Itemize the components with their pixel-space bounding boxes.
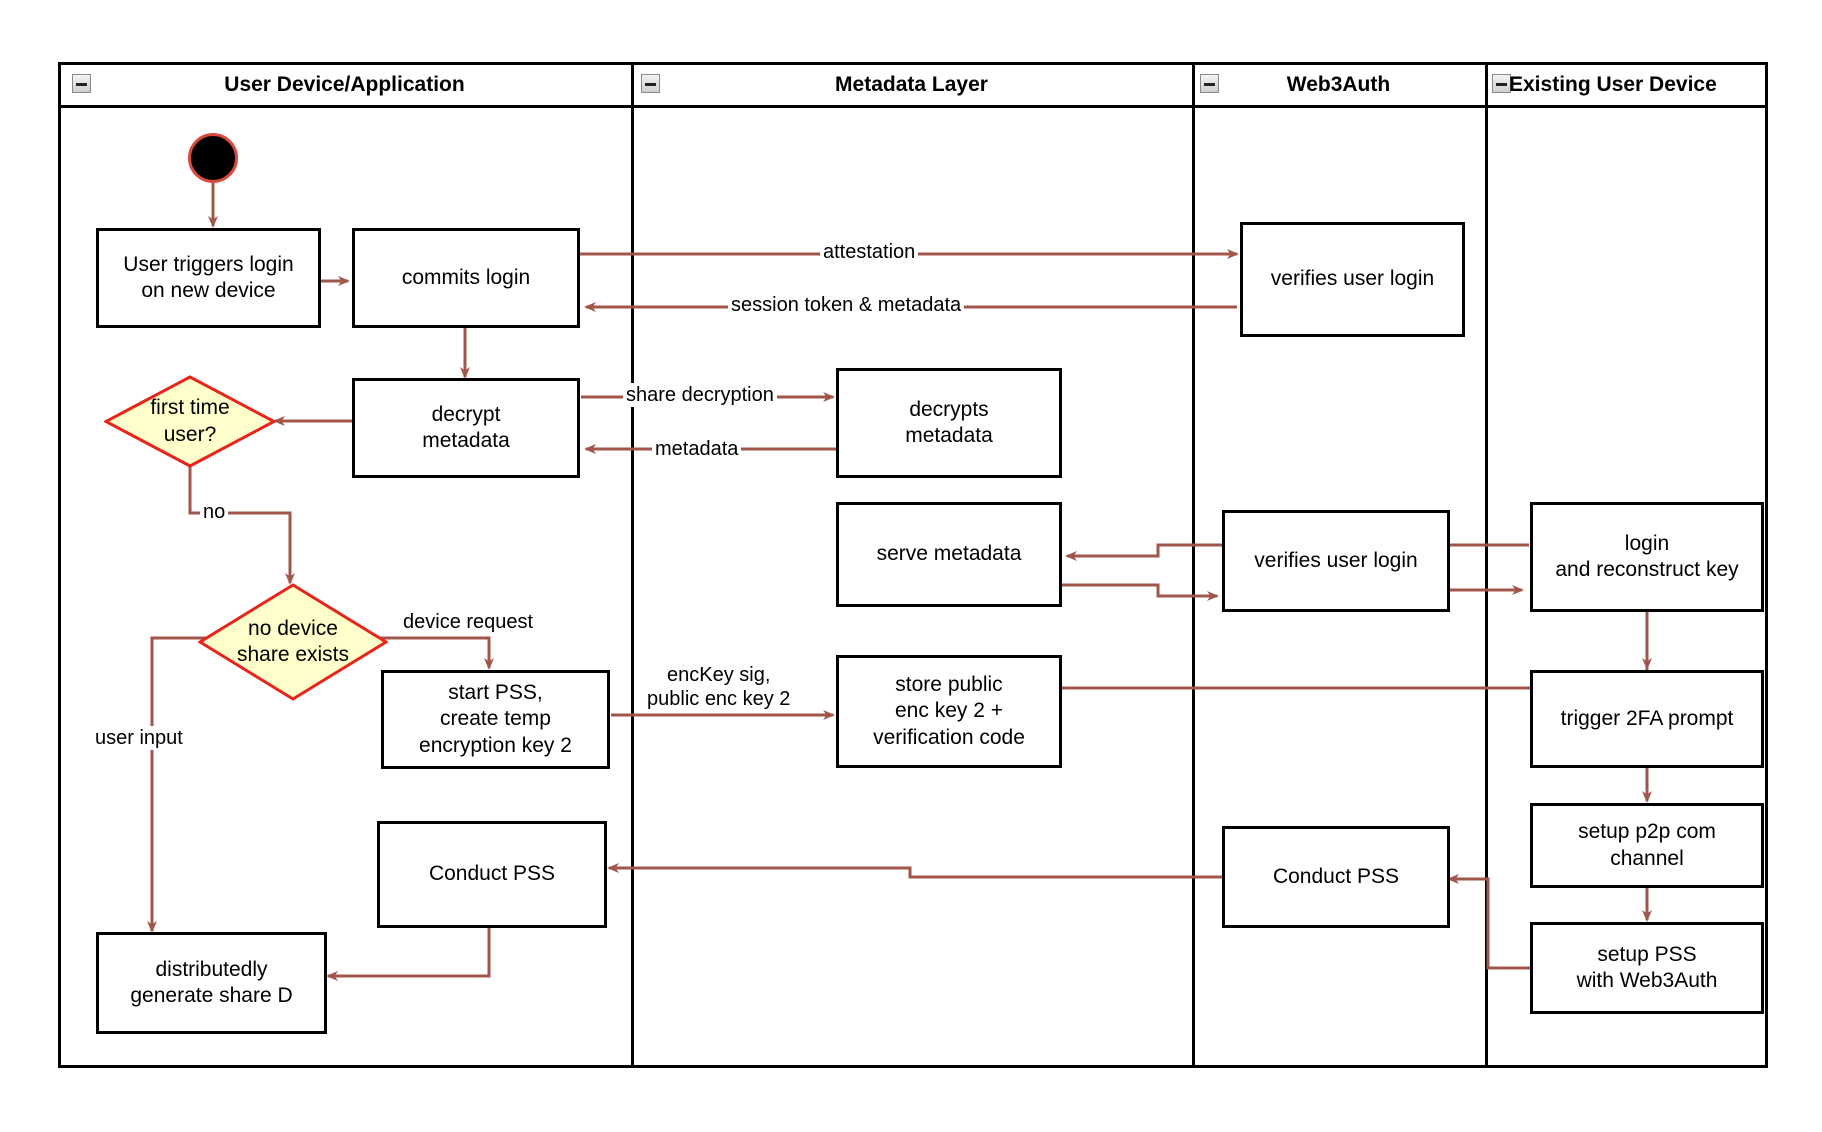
node-setup-p2p-com-channel[interactable]: setup p2p com channel (1530, 803, 1764, 888)
edge-label-device-request: device request (400, 610, 537, 634)
node-label: distributedly generate share D (130, 957, 293, 1007)
node-store-public-enc-key[interactable]: store public enc key 2 + verification co… (836, 655, 1062, 768)
node-label: decrypt metadata (422, 402, 510, 452)
node-label: commits login (401, 265, 531, 289)
node-start (188, 133, 238, 183)
node-first-time-user[interactable]: first time user? (104, 375, 276, 468)
lane-divider-2 (1192, 62, 1195, 1068)
node-label: trigger 2FA prompt (1560, 706, 1734, 730)
node-login-and-reconstruct-key[interactable]: login and reconstruct key (1530, 502, 1764, 612)
collapse-icon-web3auth[interactable] (1200, 74, 1219, 93)
node-decrypt-metadata[interactable]: decrypt metadata (352, 378, 580, 478)
node-label: setup p2p com channel (1578, 820, 1716, 870)
lane-title-web3auth: Web3Auth (1286, 73, 1391, 96)
collapse-icon-user-device[interactable] (72, 74, 91, 93)
node-setup-pss-with-web3auth[interactable]: setup PSS with Web3Auth (1530, 922, 1764, 1014)
lane-title-user-device: User Device/Application (224, 73, 465, 96)
node-label: login and reconstruct key (1555, 531, 1739, 581)
lane-title-existing-device: Existing User Device (1509, 73, 1717, 96)
node-distributedly-generate-share-d[interactable]: distributedly generate share D (96, 932, 327, 1034)
swimlane-frame (58, 62, 1768, 1068)
edge-label-user-input: user input (92, 726, 186, 750)
node-decrypts-metadata[interactable]: decrypts metadata (836, 368, 1062, 478)
node-label: User triggers login on new device (123, 252, 294, 302)
edge-label-enc-key-sig: encKey sig, public enc key 2 (644, 663, 794, 711)
edge-label-session-token-metadata: session token & metadata (728, 293, 965, 317)
node-conduct-pss-user[interactable]: Conduct PSS (377, 821, 607, 928)
node-verifies-user-login-2[interactable]: verifies user login (1222, 510, 1450, 612)
node-serve-metadata[interactable]: serve metadata (836, 502, 1062, 607)
node-conduct-pss-web3auth[interactable]: Conduct PSS (1222, 826, 1450, 928)
swimlane-header-row (58, 62, 1768, 108)
node-label: verifies user login (1254, 548, 1418, 572)
node-label: store public enc key 2 + verification co… (873, 673, 1025, 749)
node-verifies-user-login-1[interactable]: verifies user login (1240, 222, 1465, 337)
edge-label-no: no (200, 500, 229, 524)
lane-divider-1 (631, 62, 634, 1068)
node-start-pss-create-temp-key[interactable]: start PSS, create temp encryption key 2 (381, 670, 610, 769)
edge-label-metadata: metadata (652, 437, 742, 461)
collapse-icon-existing-device[interactable] (1492, 74, 1511, 93)
node-label: no device share exists (236, 616, 350, 666)
node-label: first time user? (150, 396, 230, 446)
node-label: serve metadata (876, 542, 1022, 566)
lane-title-metadata: Metadata Layer (835, 73, 988, 96)
node-trigger-2fa-prompt[interactable]: trigger 2FA prompt (1530, 670, 1764, 768)
node-user-triggers-login[interactable]: User triggers login on new device (96, 228, 321, 328)
node-label: decrypts metadata (905, 397, 993, 447)
node-no-device-share-exists[interactable]: no device share exists (198, 583, 388, 701)
lane-divider-3 (1485, 62, 1488, 1068)
node-label: verifies user login (1270, 267, 1435, 291)
edge-label-share-decryption: share decryption (623, 383, 777, 407)
collapse-icon-metadata[interactable] (641, 74, 660, 93)
node-label: Conduct PSS (428, 862, 556, 886)
node-label: setup PSS with Web3Auth (1576, 942, 1718, 992)
node-commits-login[interactable]: commits login (352, 228, 580, 328)
node-label: start PSS, create temp encryption key 2 (419, 681, 572, 757)
node-label: Conduct PSS (1272, 864, 1400, 888)
edge-label-attestation: attestation (820, 240, 919, 264)
